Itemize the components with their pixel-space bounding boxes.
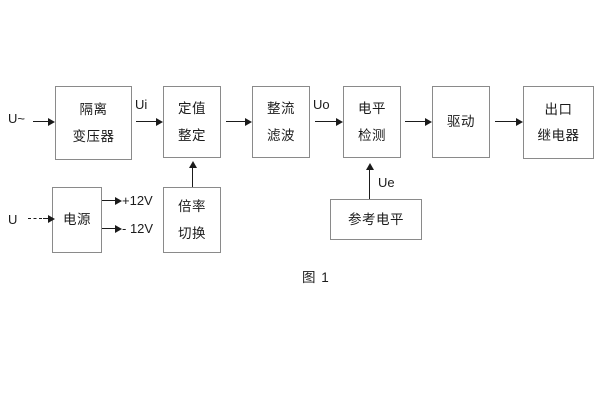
- block-label: 电源: [63, 212, 91, 228]
- label-signal-ue: Ue: [378, 175, 395, 190]
- label-input-u-dc: U: [8, 212, 18, 227]
- block-label: 定值: [178, 101, 206, 116]
- block-label: 切换: [178, 225, 206, 241]
- conn-level-to-drive-line: [405, 121, 426, 122]
- conn-input-dc-dash: [28, 218, 42, 219]
- block-label: 驱动: [447, 114, 475, 130]
- conn-supply-plus-12v-line: [102, 200, 116, 201]
- conn-supply-minus-12v-arrowhead-icon: [115, 224, 122, 233]
- block-label: 整定: [178, 127, 206, 143]
- block-label: 参考电平: [348, 211, 404, 227]
- label-rail-plus-12v: +12V: [122, 193, 153, 208]
- conn-drive-to-relay-arrowhead-icon: [516, 117, 523, 126]
- conn-multiplier-to-setpoint-line: [192, 167, 193, 187]
- block-label: 检测: [358, 127, 386, 143]
- block-drive: 驱动: [432, 86, 490, 158]
- conn-level-to-drive-arrowhead-icon: [425, 117, 432, 126]
- conn-input-to-transformer-line: [33, 121, 49, 122]
- conn-rectify-to-level-line: [315, 121, 337, 122]
- conn-setpoint-to-rectify-line: [226, 121, 246, 122]
- conn-multiplier-to-setpoint-arrowhead-icon: [188, 161, 197, 168]
- block-label: 隔离: [79, 102, 108, 117]
- block-label: 变压器: [72, 128, 115, 144]
- label-input-u-ac: U~: [8, 111, 25, 126]
- block-output-relay: 出口继电器: [523, 86, 594, 159]
- block-multiplier-switch: 倍率切换: [163, 187, 221, 253]
- block-rectify-filter: 整流滤波: [252, 86, 310, 158]
- block-label: 出口: [544, 101, 573, 117]
- figure-caption: 图 1: [302, 270, 330, 285]
- block-label: 滤波: [267, 127, 295, 143]
- conn-drive-to-relay-line: [495, 121, 517, 122]
- label-rail-minus-12v: - 12V: [122, 221, 154, 236]
- block-label: 整流: [267, 101, 295, 116]
- conn-input-to-transformer-arrowhead-icon: [48, 117, 55, 126]
- conn-input-dc-arrow-line: [43, 218, 49, 219]
- block-label: 继电器: [537, 128, 580, 143]
- conn-supply-minus-12v-line: [102, 228, 116, 229]
- conn-reference-to-level-arrowhead-icon: [365, 163, 374, 170]
- conn-setpoint-to-rectify-arrowhead-icon: [245, 117, 252, 126]
- block-setpoint-adjust: 定值整定: [163, 86, 221, 158]
- label-signal-ui: Ui: [135, 97, 148, 112]
- conn-reference-to-level-line: [369, 169, 370, 199]
- block-reference-level: 参考电平: [330, 199, 422, 240]
- conn-transformer-to-setpoint-arrowhead-icon: [156, 117, 163, 126]
- block-level-detect: 电平检测: [343, 86, 401, 158]
- conn-supply-plus-12v-arrowhead-icon: [115, 196, 122, 205]
- block-isolation-transformer: 隔离变压器: [55, 86, 132, 160]
- block-power-supply: 电源: [52, 187, 102, 253]
- label-signal-uo: Uo: [313, 97, 330, 112]
- conn-transformer-to-setpoint-line: [136, 121, 157, 122]
- conn-rectify-to-level-arrowhead-icon: [336, 117, 343, 126]
- block-label: 倍率: [178, 199, 206, 214]
- block-label: 电平: [358, 101, 386, 116]
- conn-input-dc-arrow-arrowhead-icon: [48, 214, 55, 223]
